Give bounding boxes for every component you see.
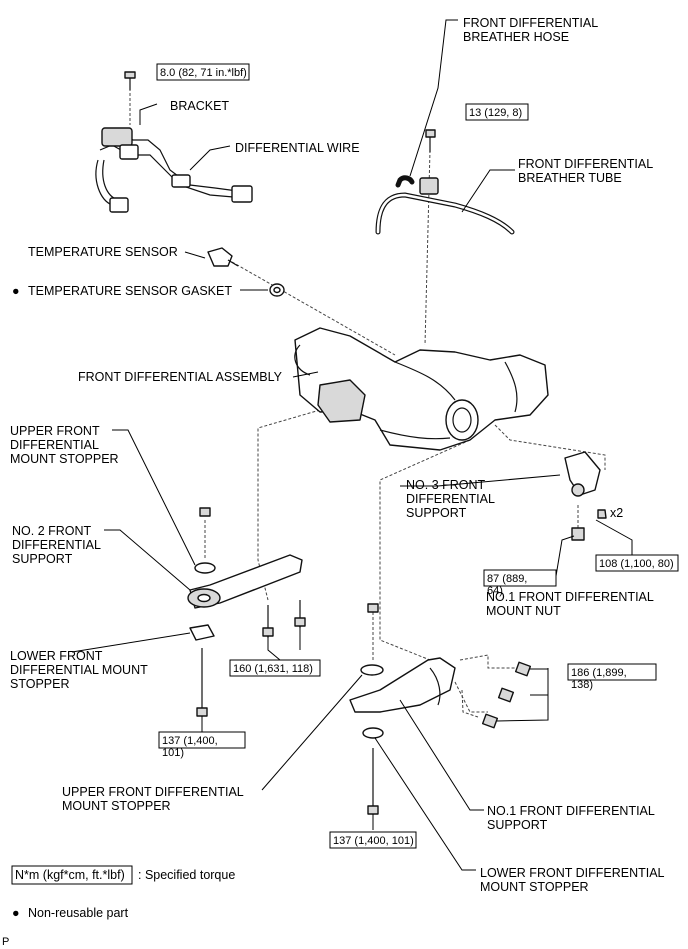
- label-breather-tube-line2: BREATHER TUBE: [518, 171, 622, 185]
- label-breather-hose-line2: BREATHER HOSE: [463, 30, 569, 44]
- label-no3-support-line3: SUPPORT: [406, 506, 467, 520]
- torque-no3-nut-line2: 64): [487, 585, 503, 597]
- torque-lower-stopper-1-line1: 137 (1,400,: [162, 735, 218, 747]
- connector-shape: [101, 127, 133, 147]
- label-no1-mount-nut-line2: MOUNT NUT: [486, 604, 561, 618]
- legend-nonreusable-text: Non-reusable part: [28, 906, 129, 920]
- label-differential-wire: DIFFERENTIAL WIRE: [235, 141, 360, 155]
- temp-sensor-illustration: [207, 247, 285, 297]
- torque-no2-support: 160 (1,631, 118): [233, 663, 313, 675]
- torque-lower-stopper-1-line2: 101): [162, 747, 184, 759]
- no1-support-illustration: [349, 603, 532, 815]
- label-upper-stopper-2-line2: MOUNT STOPPER: [62, 799, 171, 813]
- label-no2-support-line1: NO. 2 FRONT: [12, 524, 92, 538]
- front-differential-assembly-illustration: [294, 327, 549, 451]
- label-temperature-sensor: TEMPERATURE SENSOR: [28, 245, 178, 259]
- no2-support-illustration: [187, 507, 306, 717]
- legend-torque-box: N*m (kgf*cm, ft.*lbf): [15, 868, 125, 882]
- label-no1-mount-nut-line1: NO.1 FRONT DIFFERENTIAL: [486, 590, 654, 604]
- leader-lines: [71, 19, 633, 871]
- label-lower-stopper-1-line2: DIFFERENTIAL MOUNT: [10, 663, 148, 677]
- torque-no3-nut-line1: 87 (889,: [487, 573, 527, 585]
- label-lower-stopper-2-line2: MOUNT STOPPER: [480, 880, 589, 894]
- torque-no1-support-line1: 186 (1,899,: [571, 667, 627, 679]
- label-quantity-x2: x2: [610, 506, 623, 520]
- label-lower-stopper-1-line1: LOWER FRONT: [10, 649, 103, 663]
- label-breather-hose-line1: FRONT DIFFERENTIAL: [463, 16, 598, 30]
- label-upper-stopper-2-line1: UPPER FRONT DIFFERENTIAL: [62, 785, 244, 799]
- bracket-bolt-head: [124, 71, 136, 79]
- label-lower-stopper-2-line1: LOWER FRONT DIFFERENTIAL: [480, 866, 665, 880]
- label-upper-stopper-1-line2: DIFFERENTIAL: [10, 438, 99, 452]
- legend: N*m (kgf*cm, ft.*lbf) : Specified torque…: [11, 865, 235, 920]
- label-front-differential-assembly: FRONT DIFFERENTIAL ASSEMBLY: [78, 370, 283, 384]
- label-no1-support-line2: SUPPORT: [487, 818, 548, 832]
- label-no1-support-line1: NO.1 FRONT DIFFERENTIAL: [487, 804, 655, 818]
- label-lower-stopper-1-line3: STOPPER: [10, 677, 70, 691]
- label-temperature-sensor-gasket: TEMPERATURE SENSOR GASKET: [28, 284, 232, 298]
- torque-no3-bolt: 108 (1,100, 80): [599, 558, 674, 570]
- label-no2-support-line2: DIFFERENTIAL: [12, 538, 101, 552]
- label-upper-stopper-1-line1: UPPER FRONT: [10, 424, 100, 438]
- no3-support-illustration: [564, 451, 607, 541]
- differential-wire-illustration: [95, 71, 253, 213]
- torque-breather-hose: 13 (129, 8): [469, 107, 522, 119]
- legend-torque-text: : Specified torque: [138, 868, 235, 882]
- label-breather-tube-line1: FRONT DIFFERENTIAL: [518, 157, 653, 171]
- label-no3-support-line1: NO. 3 FRONT: [406, 478, 486, 492]
- part-labels: FRONT DIFFERENTIAL BREATHER HOSE BRACKET…: [10, 16, 665, 894]
- label-bracket: BRACKET: [170, 99, 229, 113]
- label-upper-stopper-1-line3: MOUNT STOPPER: [10, 452, 119, 466]
- breather-illustration: [375, 129, 515, 235]
- torque-no1-support-line2: 138): [571, 679, 593, 691]
- legend-nonreusable-marker: ●: [12, 906, 20, 920]
- torque-specs: 8.0 (82, 71 in.*lbf) 13 (129, 8) 87 (889…: [156, 63, 679, 849]
- torque-bracket: 8.0 (82, 71 in.*lbf): [160, 67, 247, 79]
- nonreusable-marker: ●: [12, 284, 20, 298]
- torque-lower-stopper-2: 137 (1,400, 101): [333, 835, 414, 847]
- label-no3-support-line2: DIFFERENTIAL: [406, 492, 495, 506]
- footer-code: P: [2, 936, 9, 948]
- label-no2-support-line3: SUPPORT: [12, 552, 73, 566]
